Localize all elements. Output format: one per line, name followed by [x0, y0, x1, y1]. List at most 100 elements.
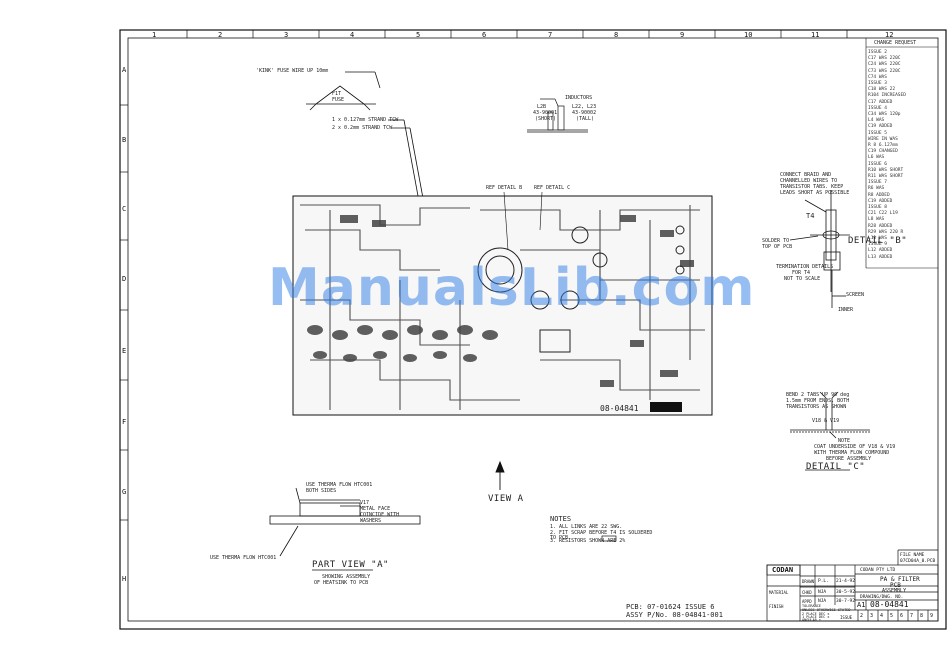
- tolerance-3: 2 PLACE DEC ±: [802, 612, 830, 616]
- fuse-sub: FUSE: [332, 97, 345, 103]
- column-number: 11: [811, 31, 820, 39]
- change-request-item: C19 ADDED: [868, 124, 893, 130]
- inductor-right-size: (TALL): [576, 116, 595, 122]
- inductor-right-label: L22, L23: [572, 104, 597, 110]
- issue-cell: 5: [890, 613, 894, 619]
- change-request-item: ISSUE 3: [868, 81, 887, 86]
- tolerance-2: UNLESS OTHERWISE STATED: [802, 608, 851, 612]
- notes-line-1: 1. ALL LINKS ARE 22 SWG.: [550, 524, 623, 530]
- row-appd-date: 30-7-92: [836, 599, 855, 604]
- title-line-1: PA & FILTER: [880, 576, 920, 583]
- finish-label: FINISH: [769, 604, 784, 609]
- column-number: 5: [416, 31, 421, 39]
- issue-cell: 7: [910, 613, 914, 619]
- column-number: 9: [680, 31, 685, 39]
- part-view-v17-3: COINCIDE WITH: [360, 512, 400, 518]
- detail-b-note-3: TRANSISTOR TABS. KEEP: [780, 184, 844, 190]
- title-line-2: PCB: [890, 582, 901, 589]
- sheet-size: A1: [857, 601, 866, 609]
- brand-logo: CODAN: [772, 566, 794, 574]
- inductor-left-label: L2B: [537, 104, 547, 110]
- notes-title: NOTES: [550, 515, 572, 523]
- inductor-left-part: 43-90001: [533, 110, 558, 116]
- pcb-number: 08-04841: [600, 404, 639, 413]
- detail-b-solder-1: SOLDER TO: [762, 238, 790, 244]
- tolerance-4: 1 PLACE DEC ±: [802, 615, 830, 619]
- change-request-item: R 8 6.127mm: [868, 143, 898, 148]
- change-request-item: L13 ADDED: [868, 254, 893, 260]
- watermark: ManualsLib.com: [268, 258, 756, 318]
- file-name-label: FILE NAME: [900, 553, 925, 558]
- detail-b-termination-3: NOT TO SCALE: [784, 276, 821, 282]
- issue-cell: 8: [920, 613, 924, 619]
- issue-cell: 4: [880, 613, 884, 619]
- strand-note-2: 2 x 0.2mm STRAND TCW: [332, 125, 393, 131]
- notes-line-3: TO PCB: [550, 535, 569, 541]
- drawing-number: 08-04841: [870, 600, 909, 609]
- column-number: 1: [152, 31, 157, 39]
- change-request-item: L8 WAS: [868, 217, 885, 223]
- detail-c-note-2: 1.5mm FROM ENDS, BOTH: [786, 398, 850, 404]
- change-request-item: ISSUE 8: [868, 205, 887, 210]
- change-request-item: C17 ADDED: [868, 99, 893, 105]
- change-request-item: C21 C22 L19: [868, 211, 898, 217]
- inductor-right-part: 43-90002: [572, 110, 597, 116]
- file-name-value: 07CD04A_0.PCB: [900, 559, 936, 564]
- view-a-label: VIEW A: [488, 494, 524, 504]
- row-drawn-role: DRAWN: [802, 579, 815, 584]
- company-name: CODAN PTY LTD: [860, 568, 896, 573]
- change-request-item: ISSUE 6: [868, 161, 887, 167]
- change-request-item: L12 ADDED: [868, 248, 893, 254]
- tolerance-5: ANGULAR ±: [802, 618, 821, 622]
- row-letter: C: [122, 205, 127, 213]
- detail-b-title: DETAIL "B": [848, 236, 908, 246]
- part-view-sub-2: OF HEATSINK TO PCB: [314, 580, 369, 586]
- material-label: MATERIAL: [769, 590, 789, 595]
- part-view-v17-1: V17: [360, 500, 370, 506]
- column-number: 7: [548, 31, 553, 39]
- issue-cell: 6: [900, 613, 904, 619]
- issue-label: ISSUE: [840, 615, 853, 620]
- strand-note-1: 1 x 0.127mm STRAND TCW: [332, 117, 399, 123]
- change-request-item: ISSUE 5: [868, 130, 887, 136]
- row-letter: D: [122, 275, 127, 283]
- change-request-item: L11 WAS: [868, 236, 887, 241]
- fuse-note: 'KINK' FUSE WIRE UP 10mm: [256, 68, 329, 74]
- detail-c-note-3: TRANSISTORS AS SHOWN: [786, 404, 847, 410]
- title-line-3: ASSEMBLY: [882, 588, 907, 594]
- change-request-item: C19 CHANGED: [868, 149, 898, 155]
- change-request-item: L4 WAS: [868, 118, 885, 124]
- detail-c-note2-1: NOTE: [838, 438, 851, 444]
- detail-c-note2-3: WITH THERMA FLOW COMPOUND: [814, 450, 890, 456]
- part-view-v17-2: METAL FACE: [360, 506, 391, 512]
- detail-b-note-1: CONNECT BRAID AND: [780, 172, 832, 178]
- part-view-note2: USE THERMA FLOW HTC001: [210, 555, 277, 561]
- part-view-v17-4: WASHERS: [360, 518, 382, 524]
- detail-b-screen: SCREEN: [846, 292, 865, 298]
- column-number: 3: [284, 31, 289, 39]
- row-chkd-name: NJA: [818, 590, 827, 595]
- change-request-item: ISSUE 4: [868, 105, 887, 111]
- column-number: 2: [218, 31, 223, 39]
- detail-b-inner: INNER: [838, 307, 854, 313]
- detail-b-termination-2: FOR T4: [792, 270, 811, 276]
- assy-ref: ASSY P/No. 08-04841-001: [626, 611, 723, 619]
- row-letter: E: [122, 347, 127, 355]
- issue-cell: 2: [860, 613, 864, 619]
- detail-c-note2-4: BEFORE ASSEMBLY: [826, 456, 872, 462]
- issue-cell: 9: [930, 613, 934, 619]
- column-number: 10: [744, 31, 753, 39]
- change-request-item: C24 WAS 220C: [868, 62, 901, 68]
- detail-b-note-4: LEADS SHORT AS POSSIBLE: [780, 190, 850, 196]
- change-request-item: R11 WAS SHORT: [868, 174, 904, 179]
- change-request-item: R10 WAS SHORT: [868, 167, 904, 173]
- row-letter: H: [122, 575, 127, 583]
- change-request-item: C73 WAS 220C: [868, 68, 901, 74]
- change-request-item: L6 WAS: [868, 155, 885, 161]
- change-request-item: C17 WAS 220C: [868, 56, 901, 62]
- detail-b-solder-2: TOP OF PCB: [762, 244, 793, 250]
- change-request-item: R28 ADDED: [868, 223, 893, 229]
- row-chkd-date: 30-5-92: [836, 590, 855, 595]
- column-number: 6: [482, 31, 487, 39]
